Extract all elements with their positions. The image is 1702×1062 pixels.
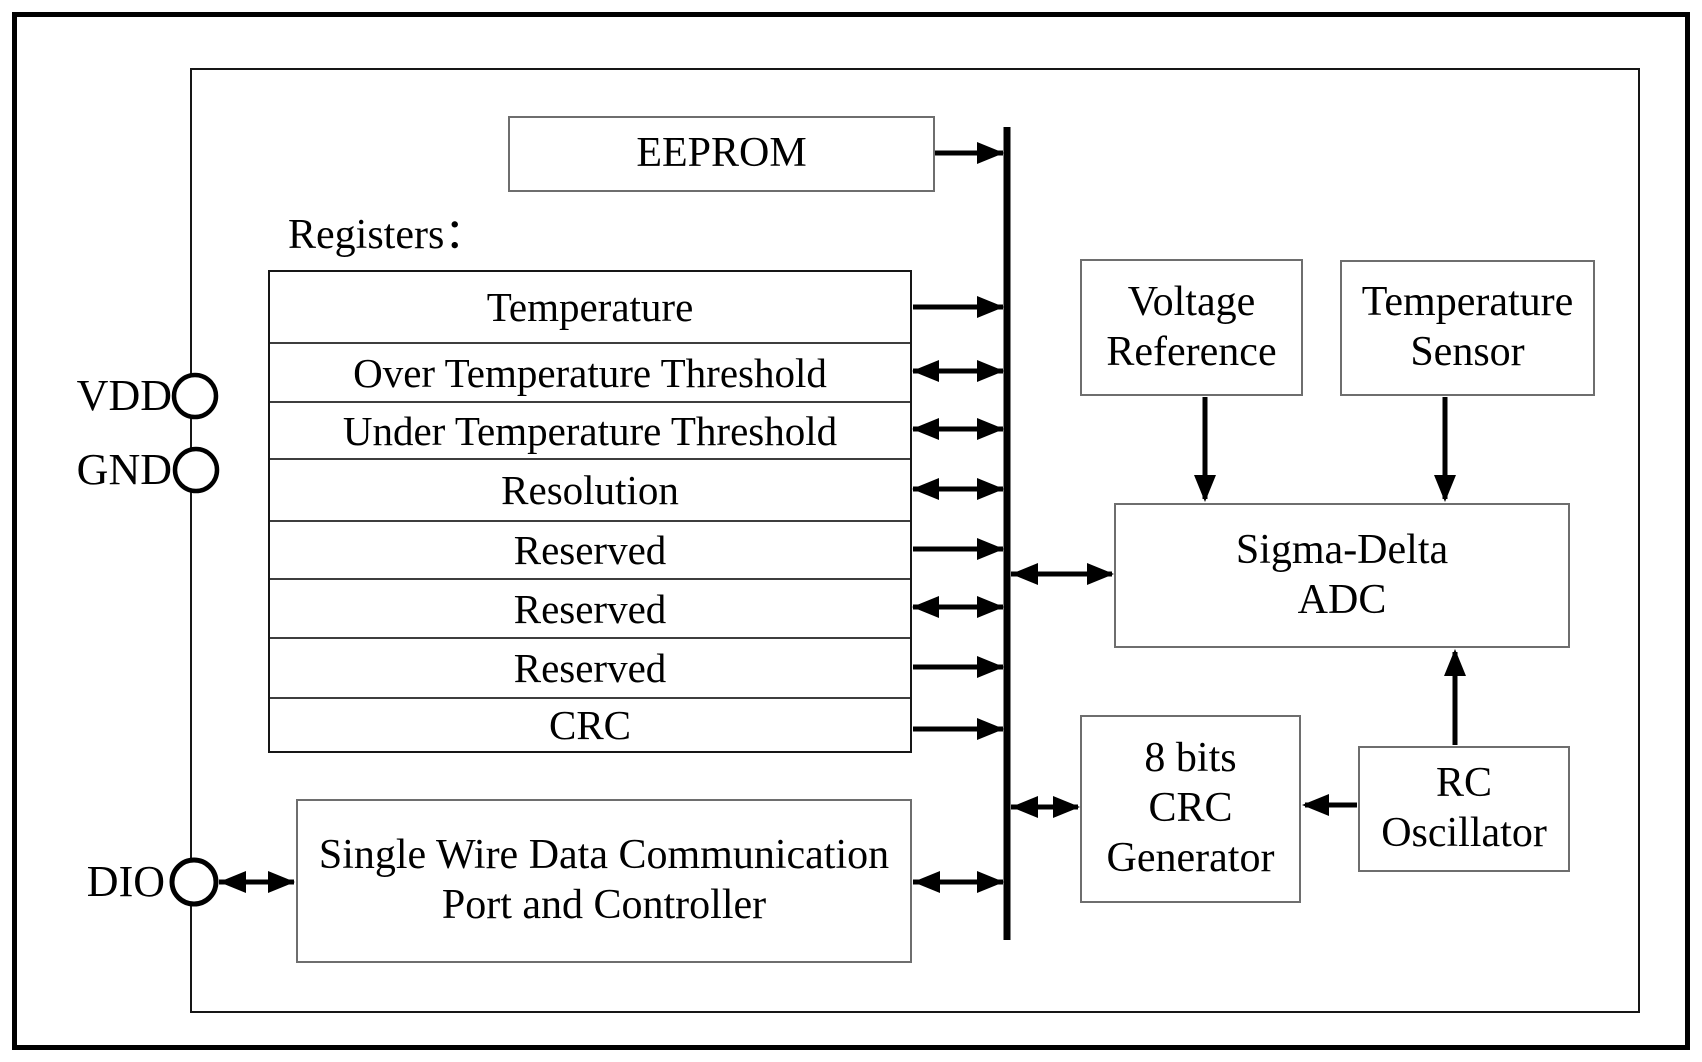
temperature-sensor-label: Temperature Sensor [1361, 279, 1574, 375]
rc-oscillator-box: RC Oscillator [1358, 746, 1570, 872]
gnd-pin-circle [172, 446, 220, 494]
register-row-under-threshold: Under Temperature Threshold [270, 401, 910, 458]
arrow-crc-to-bus [913, 718, 1004, 740]
port-label-vdd: VDD [76, 371, 172, 420]
register-row-reserved-1: Reserved [270, 520, 910, 578]
arrow-rc-oscillator-to-adc [1444, 649, 1466, 745]
register-label: Reserved [513, 585, 667, 632]
crc-generator-label: 8 bits CRC Generator [1106, 735, 1275, 881]
crc-generator-box: 8 bits CRC Generator [1080, 715, 1301, 903]
arrow-bus-adc-bidir [1011, 563, 1114, 585]
port-label-gnd: GND [76, 445, 172, 494]
register-label: Resolution [501, 467, 679, 513]
register-row-resolution: Resolution [270, 458, 910, 520]
register-row-reserved-2: Reserved [270, 578, 910, 637]
arrow-bus-crc-generator-bidir [1011, 796, 1080, 818]
registers-caption: Registers： [288, 212, 487, 258]
arrow-reserved1-to-bus [913, 538, 1004, 560]
register-row-crc: CRC [270, 697, 910, 751]
arrow-under-threshold-bus-bidir [912, 418, 1004, 440]
arrow-over-threshold-bus-bidir [912, 360, 1004, 382]
port-label-dio: DIO [86, 857, 165, 906]
register-label: CRC [548, 702, 632, 748]
sigma-delta-adc-label: Sigma-Delta ADC [1235, 526, 1449, 623]
arrow-dio-swdc-bidir [219, 871, 295, 893]
arrow-resolution-bus-bidir [912, 478, 1004, 500]
dio-pin-circle [169, 857, 219, 907]
temperature-sensor-box: Temperature Sensor [1340, 260, 1595, 396]
swdc-label: Single Wire Data Communication Port and … [318, 832, 890, 928]
register-table: Temperature Over Temperature Threshold U… [268, 270, 912, 753]
arrow-temperature-sensor-to-adc [1434, 397, 1456, 502]
swdc-box: Single Wire Data Communication Port and … [296, 799, 912, 963]
arrow-eeprom-to-bus [935, 142, 1004, 164]
arrow-rc-oscillator-to-crc-generator [1302, 794, 1357, 816]
register-row-over-threshold: Over Temperature Threshold [270, 342, 910, 401]
outer-border-frame [12, 12, 1690, 1050]
arrow-reserved3-to-bus [913, 656, 1004, 678]
vdd-pin-circle [171, 372, 219, 420]
register-label: Reserved [513, 645, 667, 691]
arrow-reserved2-bus-bidir [912, 596, 1004, 618]
register-row-reserved-3: Reserved [270, 637, 910, 697]
voltage-reference-label: Voltage Reference [1106, 278, 1277, 375]
register-label: Under Temperature Threshold [342, 407, 838, 454]
rc-oscillator-label: RC Oscillator [1381, 760, 1547, 856]
sigma-delta-adc-box: Sigma-Delta ADC [1114, 503, 1570, 648]
eeprom-label: EEPROM [636, 130, 807, 177]
arrow-swdc-bus-bidir [913, 871, 1004, 893]
register-label: Reserved [513, 527, 667, 573]
register-row-temperature: Temperature [270, 272, 910, 342]
register-label: Over Temperature Threshold [353, 349, 827, 396]
arrow-temperature-to-bus [913, 296, 1004, 318]
register-label: Temperature [486, 284, 694, 330]
voltage-reference-box: Voltage Reference [1080, 259, 1303, 396]
eeprom-box: EEPROM [508, 116, 935, 192]
arrow-voltage-reference-to-adc [1194, 397, 1216, 502]
